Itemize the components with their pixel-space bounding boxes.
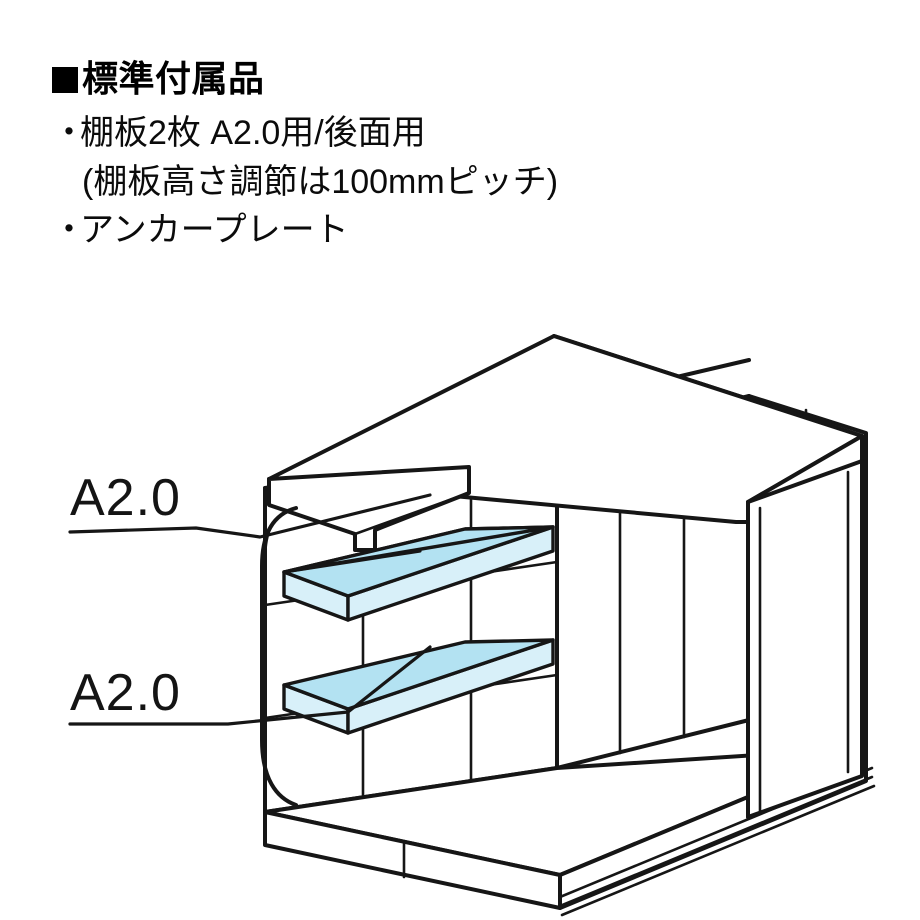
lower-shelf-top-face [282,638,555,711]
right-door-face [746,459,864,819]
shed-isometric-svg: A2.0 A2.0 [68,334,876,917]
lower-shelf [282,638,555,735]
callout-pointer-lower [346,645,432,714]
list-item-label: 棚板2枚 A2.0用/後面用 [80,114,426,153]
shed-illustration: A2.0 A2.0 [0,300,920,920]
callout-leader-upper [68,493,432,539]
square-bullet-icon [52,67,78,93]
callout-label-lower: A2.0 [70,664,181,722]
fascia-edge [267,503,357,536]
list-item: ・棚板2枚 A2.0用/後面用 [52,109,812,157]
standard-accessories-block: 標準付属品 ・棚板2枚 A2.0用/後面用 (棚板高さ調節は100mmピッチ) … [52,58,812,254]
list-bullet-icon: ・ [52,210,86,249]
right-door-panel [746,459,864,819]
page-title-text: 標準付属品 [82,58,265,99]
callout-leader-lower [68,710,350,726]
list-item: ・アンカープレート [52,206,812,254]
list-item-label: アンカープレート [80,210,349,249]
callout-pointer-upper [282,549,422,574]
door-rail [560,784,876,917]
list-item: (棚板高さ調節は100mmピッチ) [52,158,812,206]
callout-upper: A2.0 [68,469,432,574]
callout-lower: A2.0 [68,645,432,726]
callout-label-upper: A2.0 [70,469,181,527]
list-bullet-icon: ・ [52,114,86,153]
list-item-label: (棚板高さ調節は100mmピッチ) [82,162,559,201]
accessories-list: ・棚板2枚 A2.0用/後面用 (棚板高さ調節は100mmピッチ) ・アンカープ… [52,109,812,254]
door-rail [558,775,874,908]
page-title: 標準付属品 [52,58,812,99]
fascia-edge-upper [353,491,471,536]
